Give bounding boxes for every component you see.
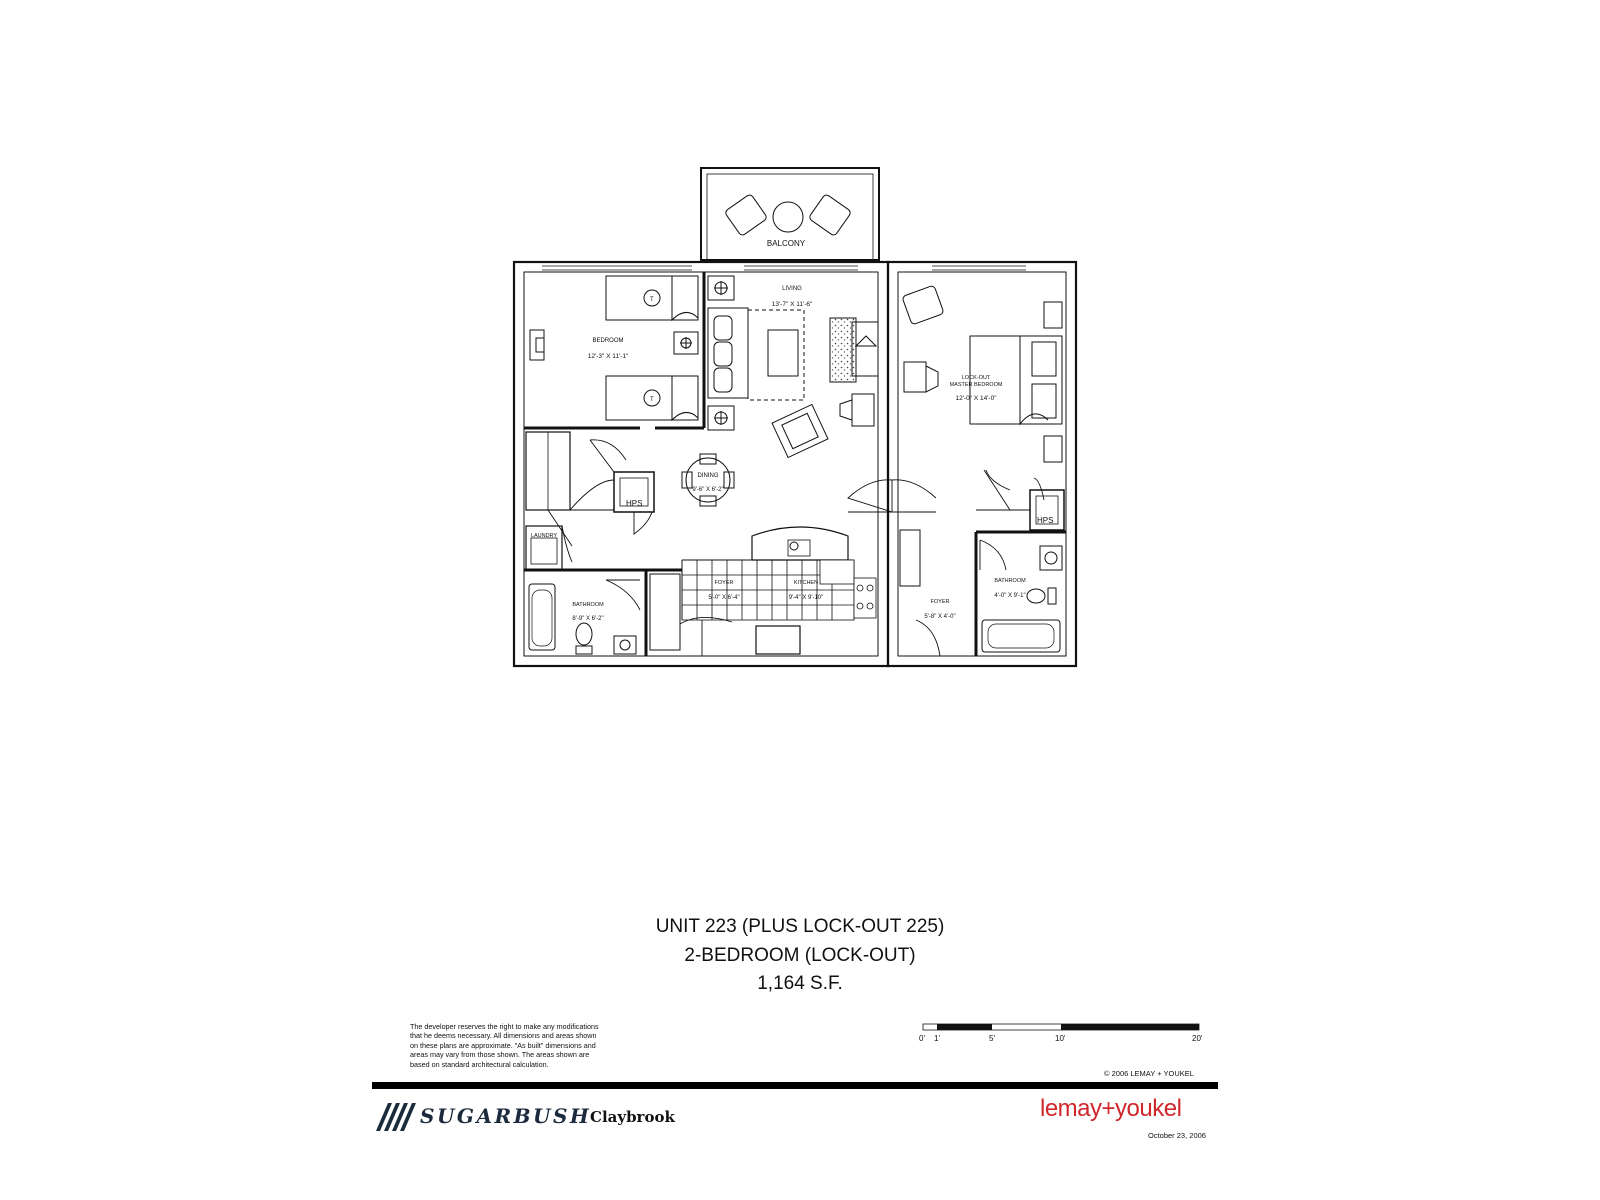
living-dims: 13'-7" X 11'-6" [772, 301, 813, 308]
unit-area: 1,164 S.F. [757, 973, 843, 994]
lockout-foyer-dims: 5'-8" X 4'-0" [924, 614, 955, 620]
twin-bed [605, 275, 699, 321]
firm-logo: lemay+youkel [1040, 1095, 1182, 1122]
dining-dims: 9'-6" X 6'-2" [692, 487, 723, 493]
bathroom-label: BATHROOM [572, 602, 604, 608]
bedroom-label: BEDROOM [592, 338, 623, 344]
hps-label: HPS [626, 499, 642, 508]
disclaimer-text: The developer reserves the right to make… [410, 1022, 599, 1069]
scale-label: 20' [1192, 1034, 1203, 1043]
scale-label: 10' [1055, 1034, 1066, 1043]
dining-table [685, 457, 731, 503]
kitchen-label: KITCHEN [794, 580, 818, 586]
lockout-unit-outline [886, 260, 1078, 668]
lockout-master-label-1: LOCK-OUT [962, 375, 991, 381]
balcony-label: BALCONY [767, 239, 806, 248]
bedroom-dims: 12'-3" X 11'-1" [588, 353, 629, 360]
laundry-label: LAUNDRY [531, 533, 558, 539]
lockout-bathroom-label: BATHROOM [994, 578, 1026, 584]
sugarbush-logo: SUGARBUSH [372, 1098, 591, 1134]
unit-title: UNIT 223 (PLUS LOCK-OUT 225) [655, 916, 945, 937]
bathroom-dims: 8'-9" X 6'-2" [572, 616, 603, 622]
twin-bed [605, 375, 699, 421]
tv-label: T [650, 397, 654, 403]
sugarbush-mark-icon [376, 1103, 416, 1131]
foyer-label: FOYER [715, 580, 734, 586]
walls [512, 167, 1078, 668]
lockout-master-label-2: MASTER BEDROOM [950, 382, 1003, 388]
sugarbush-wordmark: SUGARBUSH [420, 1104, 592, 1128]
lockout-master-dims: 12'-0" X 14'-0" [955, 395, 997, 402]
scale-label: 1' [934, 1034, 940, 1043]
divider-rule [372, 1082, 1218, 1089]
foyer-dims: 5'-0" X 6'-4" [708, 595, 739, 601]
unit-type: 2-BEDROOM (LOCK-OUT) [684, 945, 916, 966]
door-swings [547, 439, 1045, 657]
lockout-foyer-label: FOYER [931, 599, 950, 605]
scale-label: 5' [989, 1034, 995, 1043]
master-bed [969, 335, 1063, 425]
project-name: Claybrook [590, 1108, 675, 1126]
hps-label: HPS [1037, 516, 1053, 525]
kitchen-dims: 9'-4" X 9'-10" [789, 595, 824, 601]
furniture [529, 194, 1063, 655]
scale-bar: 0' 1' 5' 10' 20' [919, 1023, 1203, 1043]
dining-label: DINING [698, 473, 719, 479]
firm-date: October 23, 2006 [1148, 1131, 1206, 1140]
room-labels: BALCONY LIVING 13'-7" X 11'-6" BEDROOM 1… [531, 239, 1054, 622]
lockout-bathroom-dims: 4'-0" X 9'-1" [994, 593, 1025, 599]
copyright: © 2006 LEMAY + YOUKEL [1104, 1069, 1194, 1078]
kitchen-tile-grid [681, 526, 877, 655]
tv-label: T [650, 297, 654, 303]
scale-label: 0' [919, 1034, 925, 1043]
living-label: LIVING [782, 286, 802, 292]
